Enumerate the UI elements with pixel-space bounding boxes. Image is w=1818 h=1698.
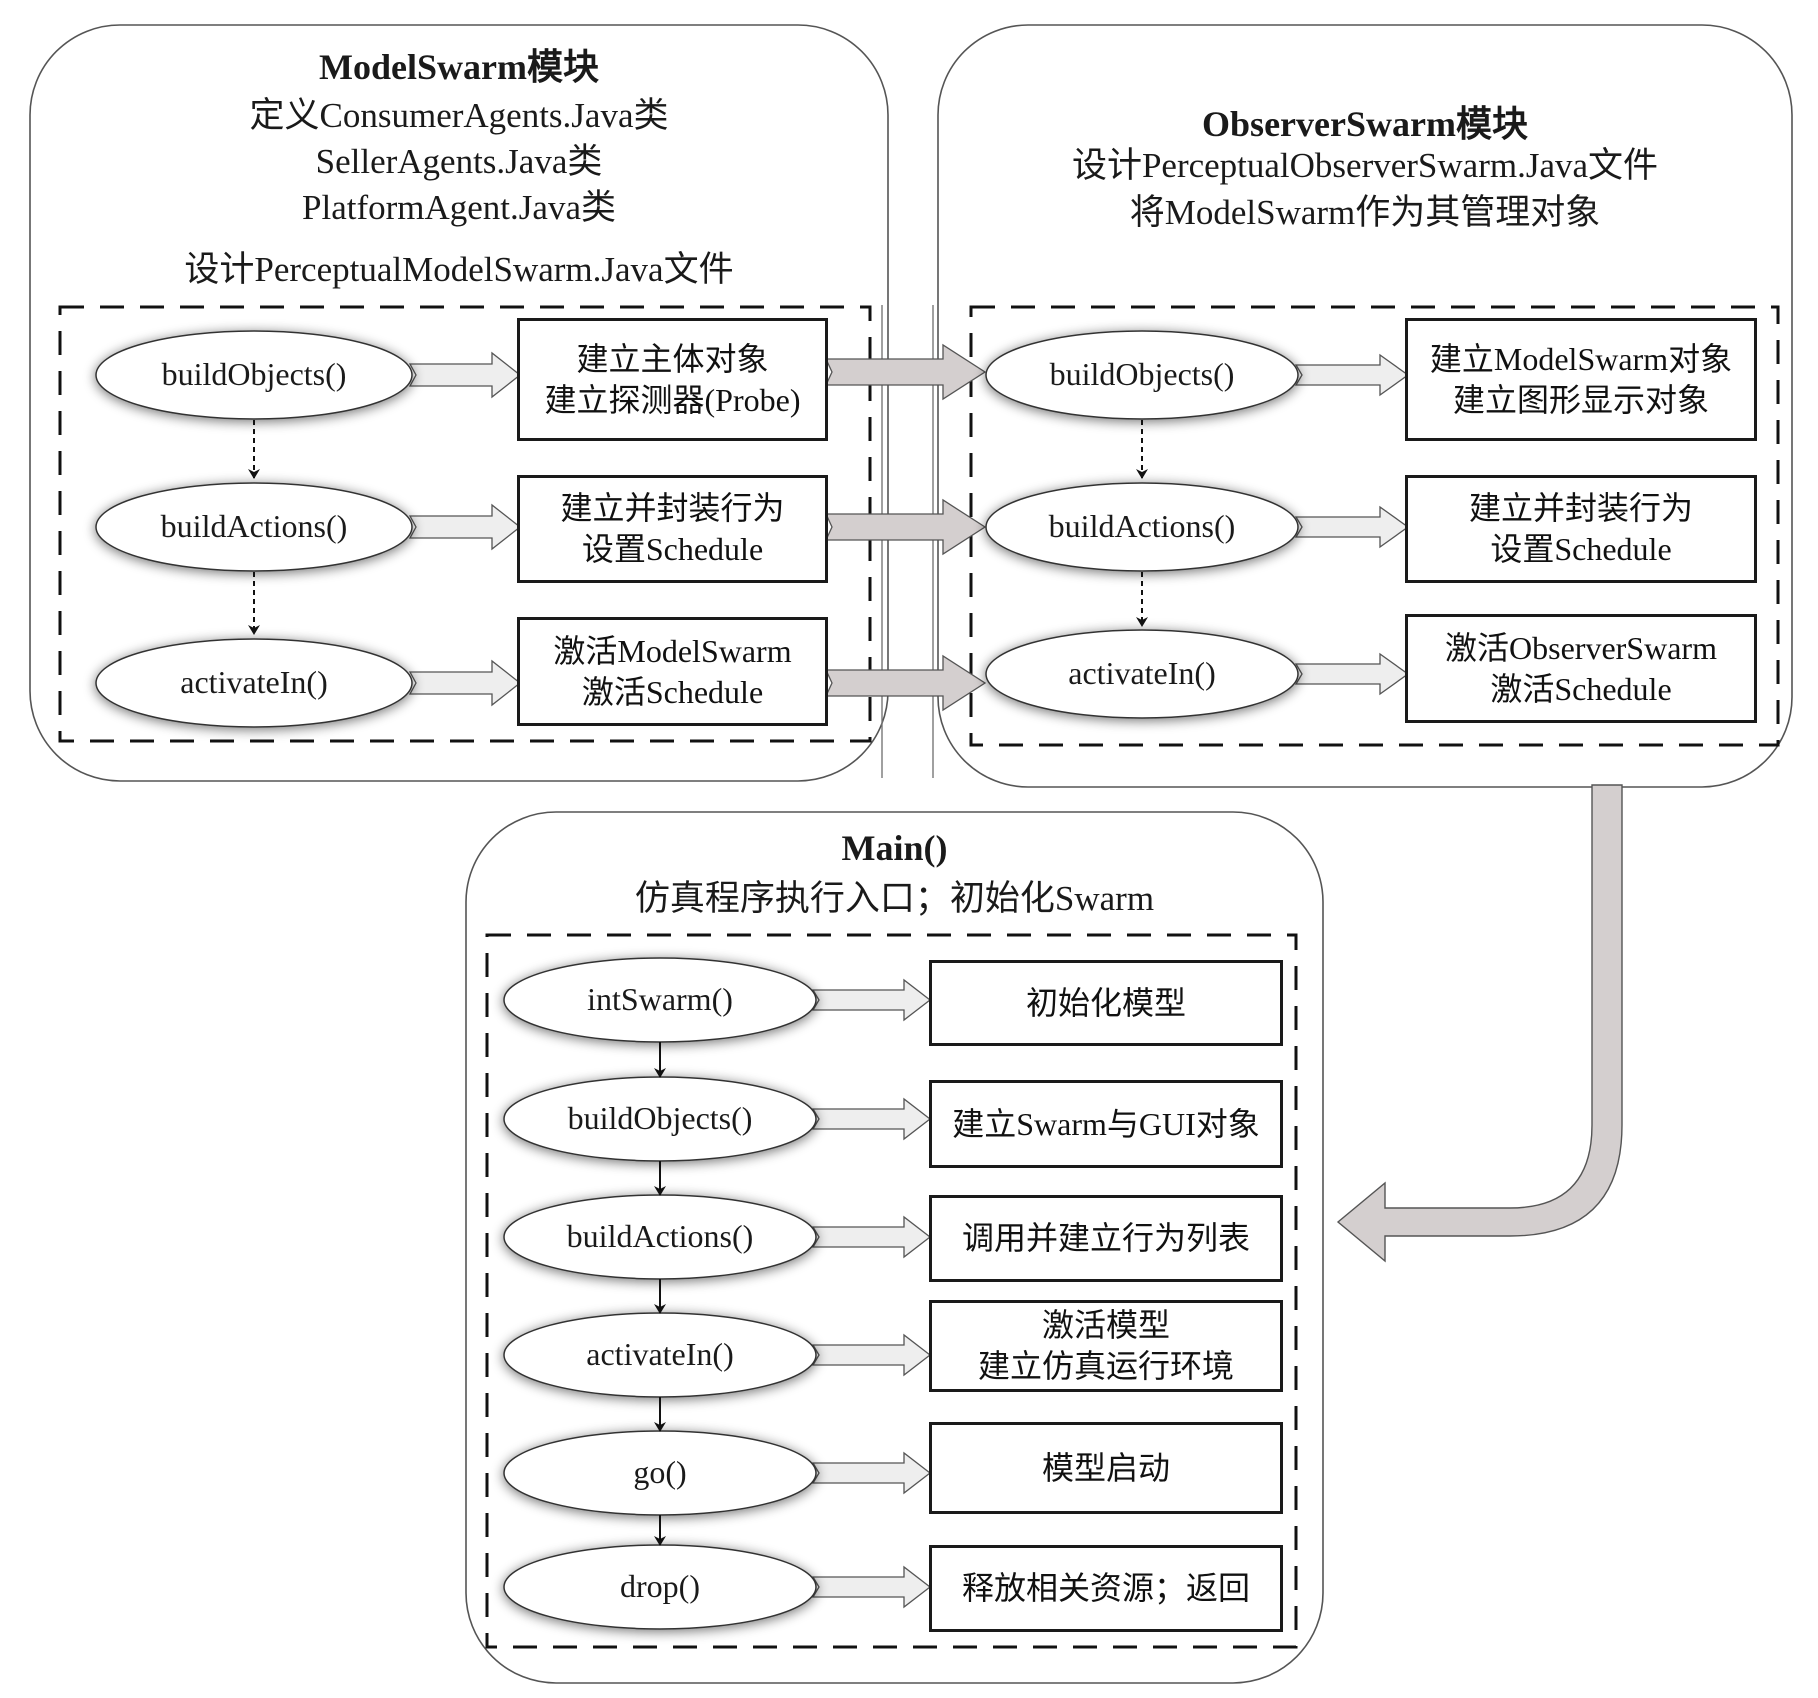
main-desc-box-6-line: 释放相关资源；返回: [961, 1570, 1250, 1606]
main-dashed-group: [485, 933, 1298, 1649]
observerswarm-desc-box-1: 建立ModelSwarm对象建立图形显示对象: [1405, 318, 1757, 441]
modelswarm-step-arrow: [408, 659, 522, 707]
observerswarm-step-arrow: [1294, 505, 1410, 549]
observerswarm-node-buildobjects: [985, 330, 1299, 420]
modelswarm-desc-box-1: 建立主体对象建立探测器(Probe): [517, 318, 828, 441]
main-node-activatein-label: activateIn(): [586, 1336, 734, 1372]
modelswarm-desc-box-3-line: 激活Schedule: [581, 673, 764, 710]
modelswarm-line-2: SellerAgents.Java类: [315, 142, 603, 181]
modelswarm-desc-box-3-line: 激活ModelSwarm: [553, 632, 792, 669]
observerswarm-desc-box-3: 激活ObserverSwarm 激活Schedule: [1405, 614, 1757, 723]
observerswarm-desc-box-3-line: 激活Schedule: [1490, 670, 1672, 707]
cross-panel-arrow: [824, 654, 987, 712]
observerswarm-desc-box-2-line: 建立并封装行为: [1468, 490, 1693, 526]
observerswarm-desc-box-1-line: 建立图形显示对象: [1452, 381, 1709, 418]
observerswarm-desc-box-3-line: 激活ObserverSwarm: [1445, 629, 1717, 666]
main-title: Main(): [841, 828, 948, 868]
modelswarm-desc-box-1-line: 建立主体对象: [576, 340, 769, 377]
main-node-intswarm-label: intSwarm(): [587, 981, 733, 1017]
modelswarm-node-buildobjects-label: buildObjects(): [161, 356, 347, 392]
main-subtitle: 仿真程序执行入口；初始化Swarm: [634, 879, 1155, 918]
main-desc-box-3: 调用并建立行为列表: [929, 1195, 1283, 1282]
observerswarm-desc-box-1-line: 建立ModelSwarm对象: [1429, 340, 1733, 377]
modelswarm-desc-box-3: 激活ModelSwarm 激活Schedule: [517, 617, 828, 726]
modelswarm-node-buildactions: [95, 482, 413, 572]
observerswarm-node-activatein: [985, 629, 1299, 719]
observerswarm-node-activatein-label: activateIn(): [1068, 655, 1216, 691]
cross-panel-arrow: [824, 498, 987, 556]
modelswarm-line-1: 定义ConsumerAgents.Java类: [249, 96, 669, 135]
main-desc-box-6: 释放相关资源；返回: [929, 1545, 1283, 1632]
main-desc-box-1-line: 初始化模型: [1025, 984, 1186, 1021]
modelswarm-dashed-group: [58, 305, 872, 743]
modelswarm-node-buildactions-label: buildActions(): [160, 508, 348, 544]
modelswarm-desc-box-2-line: 设置Schedule: [581, 531, 764, 567]
observerswarm-line-2: 将ModelSwarm作为其管理对象: [1129, 193, 1601, 232]
observerswarm-line-1: 设计PerceptualObserverSwarm.Java文件: [1071, 146, 1659, 185]
observerswarm-node-buildobjects-label: buildObjects(): [1049, 356, 1235, 392]
main-step-arrow: [811, 1451, 932, 1495]
main-step-arrow: [811, 1097, 932, 1141]
main-desc-box-4: 激活模型建立仿真运行环境: [929, 1300, 1283, 1392]
main-step-arrow: [811, 1215, 932, 1259]
modelswarm-node-activatein-label: activateIn(): [180, 664, 328, 700]
modelswarm-desc-box-2-line: 建立并封装行为: [560, 490, 785, 526]
main-node-drop-label: drop(): [620, 1568, 700, 1604]
observer-to-main-curved-arrow: [1336, 784, 1623, 1263]
main-desc-box-2-line: 建立Swarm与GUI对象: [952, 1105, 1260, 1142]
observerswarm-node-buildactions: [985, 482, 1299, 572]
modelswarm-step-arrow: [408, 503, 522, 551]
main-step-arrow: [811, 978, 932, 1022]
modelswarm-design-file: 设计PerceptualModelSwarm.Java文件: [184, 250, 734, 289]
modelswarm-node-buildobjects: [95, 330, 413, 420]
main-node-go-label: go(): [633, 1454, 687, 1490]
main-desc-box-3-line: 调用并建立行为列表: [961, 1220, 1250, 1256]
modelswarm-line-3: PlatformAgent.Java类: [302, 188, 616, 227]
observerswarm-step-arrow: [1294, 353, 1410, 397]
observerswarm-panel: [937, 24, 1793, 788]
main-step-arrow: [811, 1565, 932, 1609]
modelswarm-desc-box-1-line: 建立探测器(Probe): [544, 381, 801, 418]
modelswarm-node-activatein: [95, 638, 413, 728]
observerswarm-desc-box-2-line: 设置Schedule: [1490, 531, 1672, 567]
observerswarm-title: ObserverSwarm模块: [1202, 104, 1528, 144]
main-node-buildactions-label: buildActions(): [566, 1218, 754, 1254]
observerswarm-node-buildactions-label: buildActions(): [1048, 508, 1236, 544]
observerswarm-desc-box-2: 建立并封装行为设置Schedule: [1405, 475, 1757, 583]
main-desc-box-5-line: 模型启动: [1041, 1449, 1170, 1486]
modelswarm-panel: [29, 24, 889, 782]
main-desc-box-2: 建立Swarm与GUI对象: [929, 1080, 1283, 1168]
observerswarm-step-arrow: [1294, 652, 1410, 696]
main-step-arrow: [811, 1333, 932, 1377]
main-desc-box-4-line: 激活模型: [1041, 1307, 1170, 1343]
main-desc-box-5: 模型启动: [929, 1422, 1283, 1514]
main-desc-box-4-line: 建立仿真运行环境: [977, 1348, 1234, 1384]
observerswarm-dashed-group: [969, 305, 1780, 747]
main-node-buildobjects-label: buildObjects(): [567, 1100, 753, 1136]
main-desc-box-1: 初始化模型: [929, 960, 1283, 1046]
modelswarm-step-arrow: [408, 351, 522, 399]
cross-panel-arrow: [824, 343, 987, 401]
modelswarm-title: ModelSwarm模块: [319, 47, 599, 87]
modelswarm-desc-box-2: 建立并封装行为设置Schedule: [517, 475, 828, 583]
